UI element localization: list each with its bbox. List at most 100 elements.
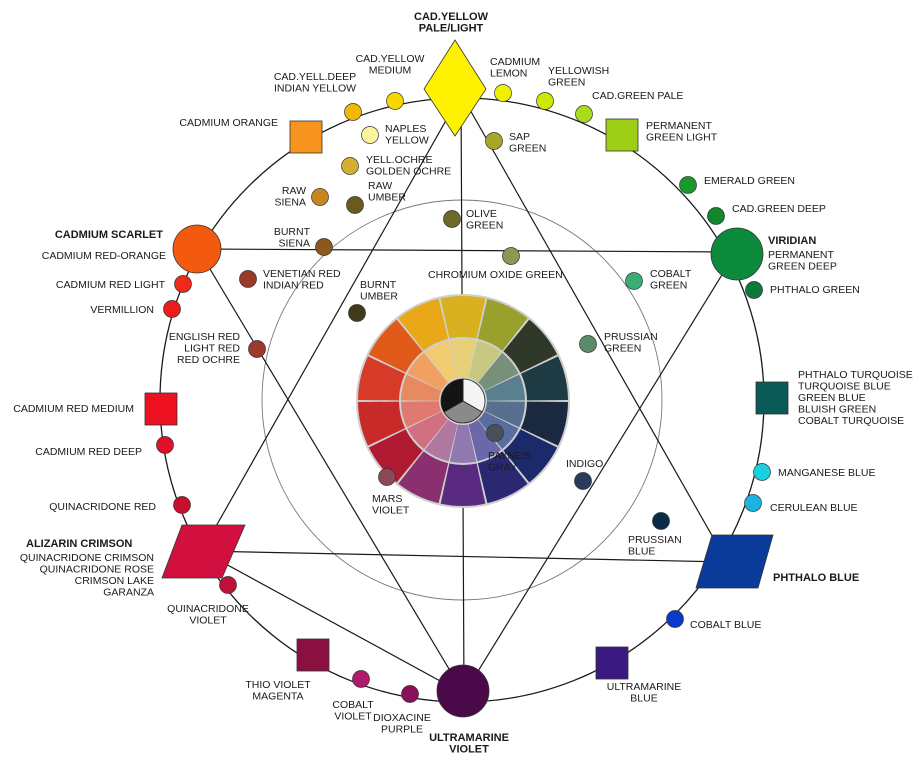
wheel-outer-segment xyxy=(503,429,558,483)
wheel-inner-segment xyxy=(424,419,458,462)
label-line: VIOLET xyxy=(334,711,372,723)
viridian-label: VIRIDIAN xyxy=(768,235,816,247)
label-line: ALIZARIN CRIMSON xyxy=(26,538,132,550)
cadmium-orange-square xyxy=(289,120,323,154)
cadmium-red-light-label: CADMIUM RED LIGHT xyxy=(56,279,166,291)
cad-green-deep-dot xyxy=(707,207,725,225)
wheel-inner-segment xyxy=(449,339,477,378)
phthalo-green-label: PHTHALO GREEN xyxy=(770,284,860,296)
wheel-inner-segment xyxy=(468,419,502,462)
label-line: NAPLES xyxy=(385,123,426,135)
cobalt-violet-dot xyxy=(352,670,370,688)
triangle-up-base xyxy=(201,550,728,563)
venetian-red-dot xyxy=(239,270,257,288)
label-line: YELL.OCHRE xyxy=(366,154,433,166)
center-color-wheel xyxy=(356,294,570,508)
wheel-outer-segment xyxy=(477,451,528,504)
label-line: GREEN BLUE xyxy=(798,392,866,404)
cad-green-pale-label: CAD.GREEN PALE xyxy=(592,90,683,102)
label-line: YELLOW xyxy=(385,135,429,147)
label-line: CADMIUM xyxy=(490,56,540,68)
ultramarine-blue-square xyxy=(595,646,629,680)
quinacridone-red-label: QUINACRIDONE RED xyxy=(49,501,156,513)
ultramarine-violet-circle xyxy=(436,664,490,718)
wheel-inner-segment xyxy=(424,340,458,383)
label-line: LEMON xyxy=(490,68,527,80)
label-line: BLUE xyxy=(630,693,657,705)
label-line: EMERALD GREEN xyxy=(704,175,795,187)
wheel-inner-segment xyxy=(407,352,448,391)
quinacridone-violet-dot xyxy=(219,576,237,594)
wheel-outer-segment xyxy=(368,319,423,373)
label-line: SIENA xyxy=(278,238,310,250)
cad-yellow-medium-dot xyxy=(386,92,404,110)
cadmium-red-medium-square xyxy=(144,392,178,426)
wheel-outer-segment xyxy=(440,463,486,506)
dioxacine-purple-dot xyxy=(401,685,419,703)
label-line: QUINACRIDONE CRIMSON xyxy=(20,552,154,564)
label-line: GREEN xyxy=(466,220,503,232)
label-line: VERMILLION xyxy=(90,304,154,316)
label-line: THIO VIOLET xyxy=(245,679,311,691)
cadmium-scarlet-label: CADMIUM SCARLET xyxy=(55,229,163,241)
burnt-umber-dot xyxy=(348,304,366,322)
label-line: PHTHALO BLUE xyxy=(773,572,859,584)
label-line: ENGLISH RED xyxy=(169,331,241,343)
quinacridone-red-dot xyxy=(173,496,191,514)
label-line: RAW xyxy=(282,185,306,197)
label-line: MAGENTA xyxy=(252,691,303,703)
alizarin-crimson-label: ALIZARIN CRIMSON xyxy=(26,538,132,550)
label-line: GREEN xyxy=(548,77,585,89)
indigo-dot xyxy=(574,472,592,490)
english-red-dot xyxy=(248,340,266,358)
label-line: CERULEAN BLUE xyxy=(770,502,858,514)
manganese-blue-dot xyxy=(753,463,771,481)
chromium-oxide-green-label: CHROMIUM OXIDE GREEN xyxy=(428,269,563,281)
label-line: DIOXACINE xyxy=(373,712,431,724)
label-line: QUINACRIDONE RED xyxy=(49,501,156,513)
label-line: PRUSSIAN xyxy=(628,534,682,546)
triangle-up-line-right xyxy=(460,93,728,563)
label-line: CADMIUM RED DEEP xyxy=(35,446,142,458)
phthalo-turquoise-square xyxy=(755,381,789,415)
label-line: CHROMIUM OXIDE GREEN xyxy=(428,269,563,281)
cadmium-red-medium-label: CADMIUM RED MEDIUM xyxy=(13,403,134,415)
label-line: TURQUOISE BLUE xyxy=(798,381,891,393)
label-line: RAW xyxy=(368,180,392,192)
label-line: SIENA xyxy=(274,197,306,209)
wheel-outer-segment xyxy=(477,298,528,351)
label-line: GREEN xyxy=(509,143,546,155)
phthalo-blue-parallelogram xyxy=(695,534,774,589)
label-line: PHTHALO GREEN xyxy=(770,284,860,296)
label-line: VIOLET xyxy=(449,744,489,756)
label-line: CAD.YELLOW xyxy=(356,53,425,65)
raw-umber-dot xyxy=(346,196,364,214)
label-line: OLIVE xyxy=(466,208,497,220)
cobalt-blue-dot xyxy=(666,610,684,628)
olive-green-dot xyxy=(443,210,461,228)
label-line: MANGANESE BLUE xyxy=(778,467,875,479)
wheel-inner-segment xyxy=(478,352,519,391)
label-line: VIOLET xyxy=(189,615,227,627)
cad-green-pale-dot xyxy=(575,105,593,123)
label-line: PERMANENT xyxy=(768,249,835,261)
viridian-circle xyxy=(710,227,764,281)
label-line: GOLDEN OCHRE xyxy=(366,166,451,178)
label-line: GREEN xyxy=(650,280,687,292)
